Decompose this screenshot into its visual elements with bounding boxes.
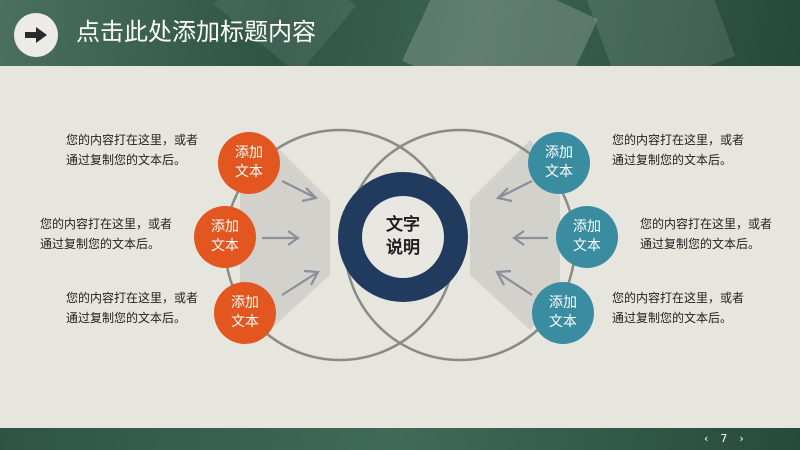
left-desc-3: 您的内容打在这里，或者通过复制您的文本后。 xyxy=(66,291,199,325)
right-circle-1: 添加文本 xyxy=(528,132,590,194)
left-circle-1: 添加文本 xyxy=(218,132,280,194)
chevron-right-icon[interactable]: › xyxy=(739,432,744,445)
right-desc-1: 您的内容打在这里，或者通过复制您的文本后。 xyxy=(612,133,745,167)
arrow-mid-right xyxy=(512,230,548,246)
left-desc-2: 您的内容打在这里，或者通过复制您的文本后。 xyxy=(40,217,173,251)
arrow-right-icon xyxy=(14,13,58,57)
right-circle-2: 添加文本 xyxy=(556,206,618,268)
chevron-left-icon[interactable]: ‹ xyxy=(704,432,709,445)
footer-bar xyxy=(0,428,800,450)
left-desc-1: 您的内容打在这里，或者通过复制您的文本后。 xyxy=(66,133,199,167)
page-title: 点击此处添加标题内容 xyxy=(76,18,316,46)
center-label: 文字说明 xyxy=(362,196,444,278)
page-number: 7 xyxy=(720,432,728,445)
arrow-top-right xyxy=(495,180,533,203)
left-circle-2: 添加文本 xyxy=(194,206,256,268)
right-desc-2: 您的内容打在这里，或者通过复制您的文本后。 xyxy=(640,217,773,251)
arrow-bottom-left xyxy=(281,269,320,296)
arrow-bottom-right xyxy=(495,269,533,296)
arrow-mid-left xyxy=(262,230,300,246)
header-bar: 点击此处添加标题内容 xyxy=(0,0,800,66)
pager: ‹ 7 › xyxy=(704,430,744,448)
right-circle-3: 添加文本 xyxy=(532,282,594,344)
arrow-top-left xyxy=(281,180,319,203)
right-desc-3: 您的内容打在这里，或者通过复制您的文本后。 xyxy=(612,291,745,325)
left-circle-3: 添加文本 xyxy=(214,282,276,344)
